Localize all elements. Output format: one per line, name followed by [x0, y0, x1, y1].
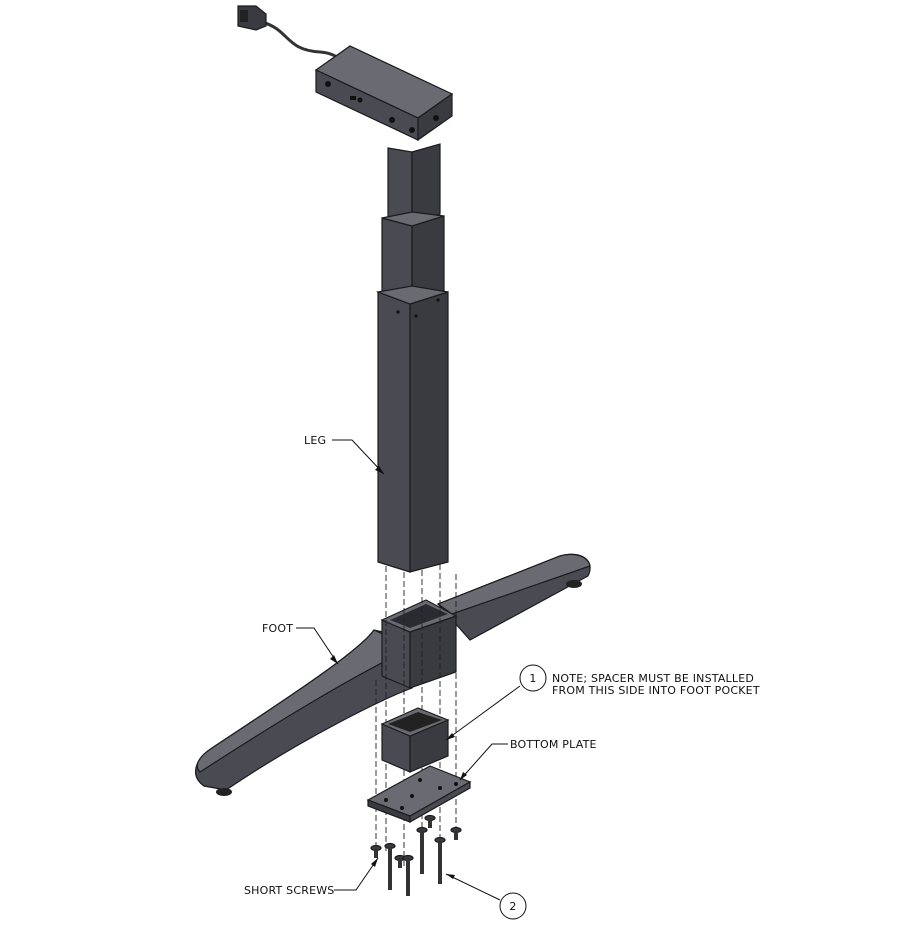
short-screws-leader: [334, 857, 379, 891]
screw: [384, 842, 396, 890]
bottom-plate: [366, 765, 472, 824]
screw: [424, 814, 436, 828]
screw: [434, 836, 446, 884]
foot: [195, 553, 591, 796]
long-screws: [384, 826, 446, 896]
leg-label: LEG: [304, 434, 326, 447]
screw: [416, 826, 428, 874]
bottom-plate-label: BOTTOM PLATE: [510, 738, 597, 751]
screws-balloon-leader: [445, 873, 501, 901]
balloon-note-number: 1: [529, 672, 536, 685]
note-leader: [445, 685, 521, 741]
bottom-plate-leader: [459, 743, 508, 781]
foot-leader: [296, 627, 339, 665]
leg-leader: [332, 439, 385, 475]
power-cable: [237, 5, 346, 64]
note-line-2: FROM THIS SIDE INTO FOOT POCKET: [552, 684, 760, 697]
screw: [450, 826, 462, 840]
note-line-1: NOTE; SPACER MUST BE INSTALLED: [552, 672, 754, 685]
spacer: [380, 707, 450, 773]
leader-lines: [296, 439, 521, 901]
screw: [402, 854, 414, 896]
short-screws: [370, 814, 462, 868]
screw: [394, 854, 406, 868]
leg: [375, 143, 449, 573]
balloon-screws: 2: [499, 892, 527, 920]
control-box: [314, 45, 454, 142]
balloon-note: 1: [519, 664, 547, 692]
foot-label: FOOT: [262, 622, 293, 635]
screw: [370, 844, 382, 858]
short-screws-label: SHORT SCREWS: [244, 884, 335, 897]
balloon-screws-number: 2: [509, 900, 516, 913]
